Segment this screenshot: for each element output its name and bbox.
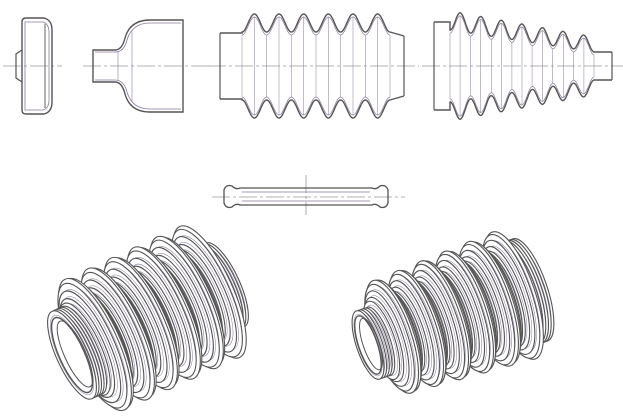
bellows-top-profile <box>220 13 405 37</box>
seal-bottom <box>223 197 389 209</box>
front-opening-inner <box>56 320 94 388</box>
bellows-bottom-profile <box>220 95 405 119</box>
flat-seal-section-view <box>212 175 405 215</box>
sleeve-inner-top <box>95 22 181 53</box>
straight-bellows-section-view <box>208 13 419 119</box>
cap-outline <box>21 17 53 115</box>
cap-boss <box>15 49 23 83</box>
sleeve-inner-bottom <box>95 79 181 110</box>
cap-inner <box>24 21 50 111</box>
bellows-top-profile <box>434 12 612 53</box>
end-cap-section-view <box>3 17 62 115</box>
tapered-bellows-isometric-view <box>351 231 555 394</box>
convolution-inner <box>353 313 383 377</box>
tapered-bellows-section-view <box>422 12 623 120</box>
front-opening <box>354 315 382 375</box>
front-opening-inner <box>359 317 383 371</box>
seal-top <box>223 184 389 197</box>
sleeve-outline <box>92 19 184 113</box>
reducer-sleeve-section-view <box>83 19 210 113</box>
straight-bellows-isometric-view <box>47 225 249 412</box>
front-opening <box>50 316 94 394</box>
bellows-bottom-profile <box>434 79 612 120</box>
